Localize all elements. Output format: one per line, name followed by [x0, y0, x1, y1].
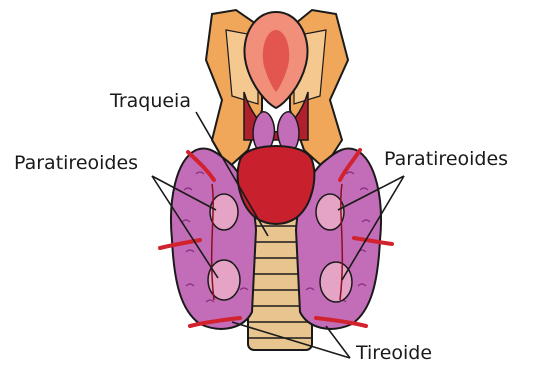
parathyroid-lower-right [320, 262, 352, 302]
cricoid-body [238, 146, 315, 224]
label-parathyroids-right: Paratireoides [384, 150, 508, 169]
parathyroid-upper-left [210, 194, 238, 230]
label-parathyroids-left: Paratireoides [14, 154, 138, 173]
parathyroid-upper-right [316, 194, 344, 230]
epiglottis [244, 12, 308, 140]
label-thyroid: Tireoide [356, 344, 432, 363]
label-trachea: Traqueia [110, 92, 191, 111]
leader-thyroid-right [326, 326, 350, 358]
